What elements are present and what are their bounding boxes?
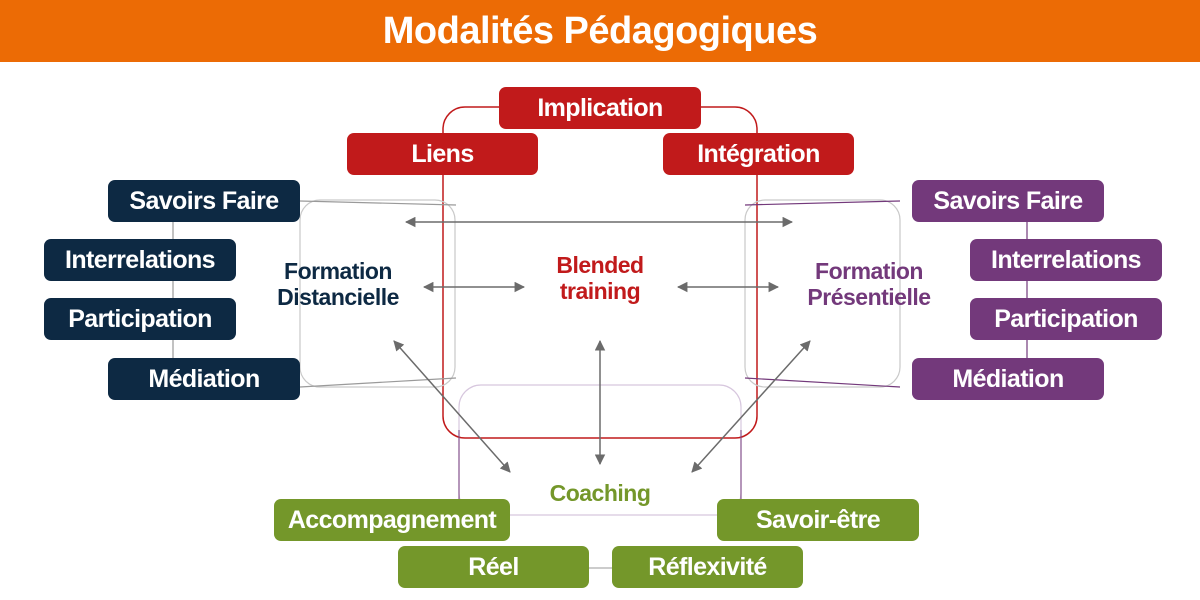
box-savoir-etre: Savoir-être — [717, 499, 919, 541]
label-blended-line1: Blended — [556, 252, 644, 278]
box-distanciel-participation: Participation — [44, 298, 236, 340]
label-presentiel: Formation Présentielle — [789, 258, 949, 310]
box-liens: Liens — [347, 133, 538, 175]
box-distanciel-interrelations: Interrelations — [44, 239, 236, 281]
box-presentiel-mediation: Médiation — [912, 358, 1104, 400]
box-integration: Intégration — [663, 133, 854, 175]
label-distanciel-line2: Distancielle — [277, 284, 399, 310]
label-blended-line2: training — [559, 278, 641, 304]
page-title: Modalités Pédagogiques — [382, 9, 818, 52]
arrow-diag-left — [393, 340, 511, 473]
box-presentiel-interrelations: Interrelations — [970, 239, 1162, 281]
arrow-diag-right — [691, 340, 811, 473]
distanciel-frame — [299, 199, 456, 388]
box-distanciel-savoirs-faire: Savoirs Faire — [108, 180, 300, 222]
box-reflexivite: Réflexivité — [612, 546, 803, 588]
box-accompagnement: Accompagnement — [274, 499, 510, 541]
label-distanciel-line1: Formation — [284, 258, 392, 284]
box-implication: Implication — [499, 87, 701, 129]
label-presentiel-line2: Présentielle — [807, 284, 931, 310]
label-presentiel-line1: Formation — [815, 258, 923, 284]
box-presentiel-participation: Participation — [970, 298, 1162, 340]
label-distanciel: Formation Distancielle — [258, 258, 418, 310]
box-distanciel-mediation: Médiation — [108, 358, 300, 400]
label-coaching: Coaching — [549, 480, 651, 506]
presentiel-frame — [744, 199, 901, 388]
header-banner: Modalités Pédagogiques — [0, 0, 1200, 62]
box-reel: Réel — [398, 546, 589, 588]
box-presentiel-savoirs-faire: Savoirs Faire — [912, 180, 1104, 222]
label-blended: Blended training — [520, 252, 680, 304]
